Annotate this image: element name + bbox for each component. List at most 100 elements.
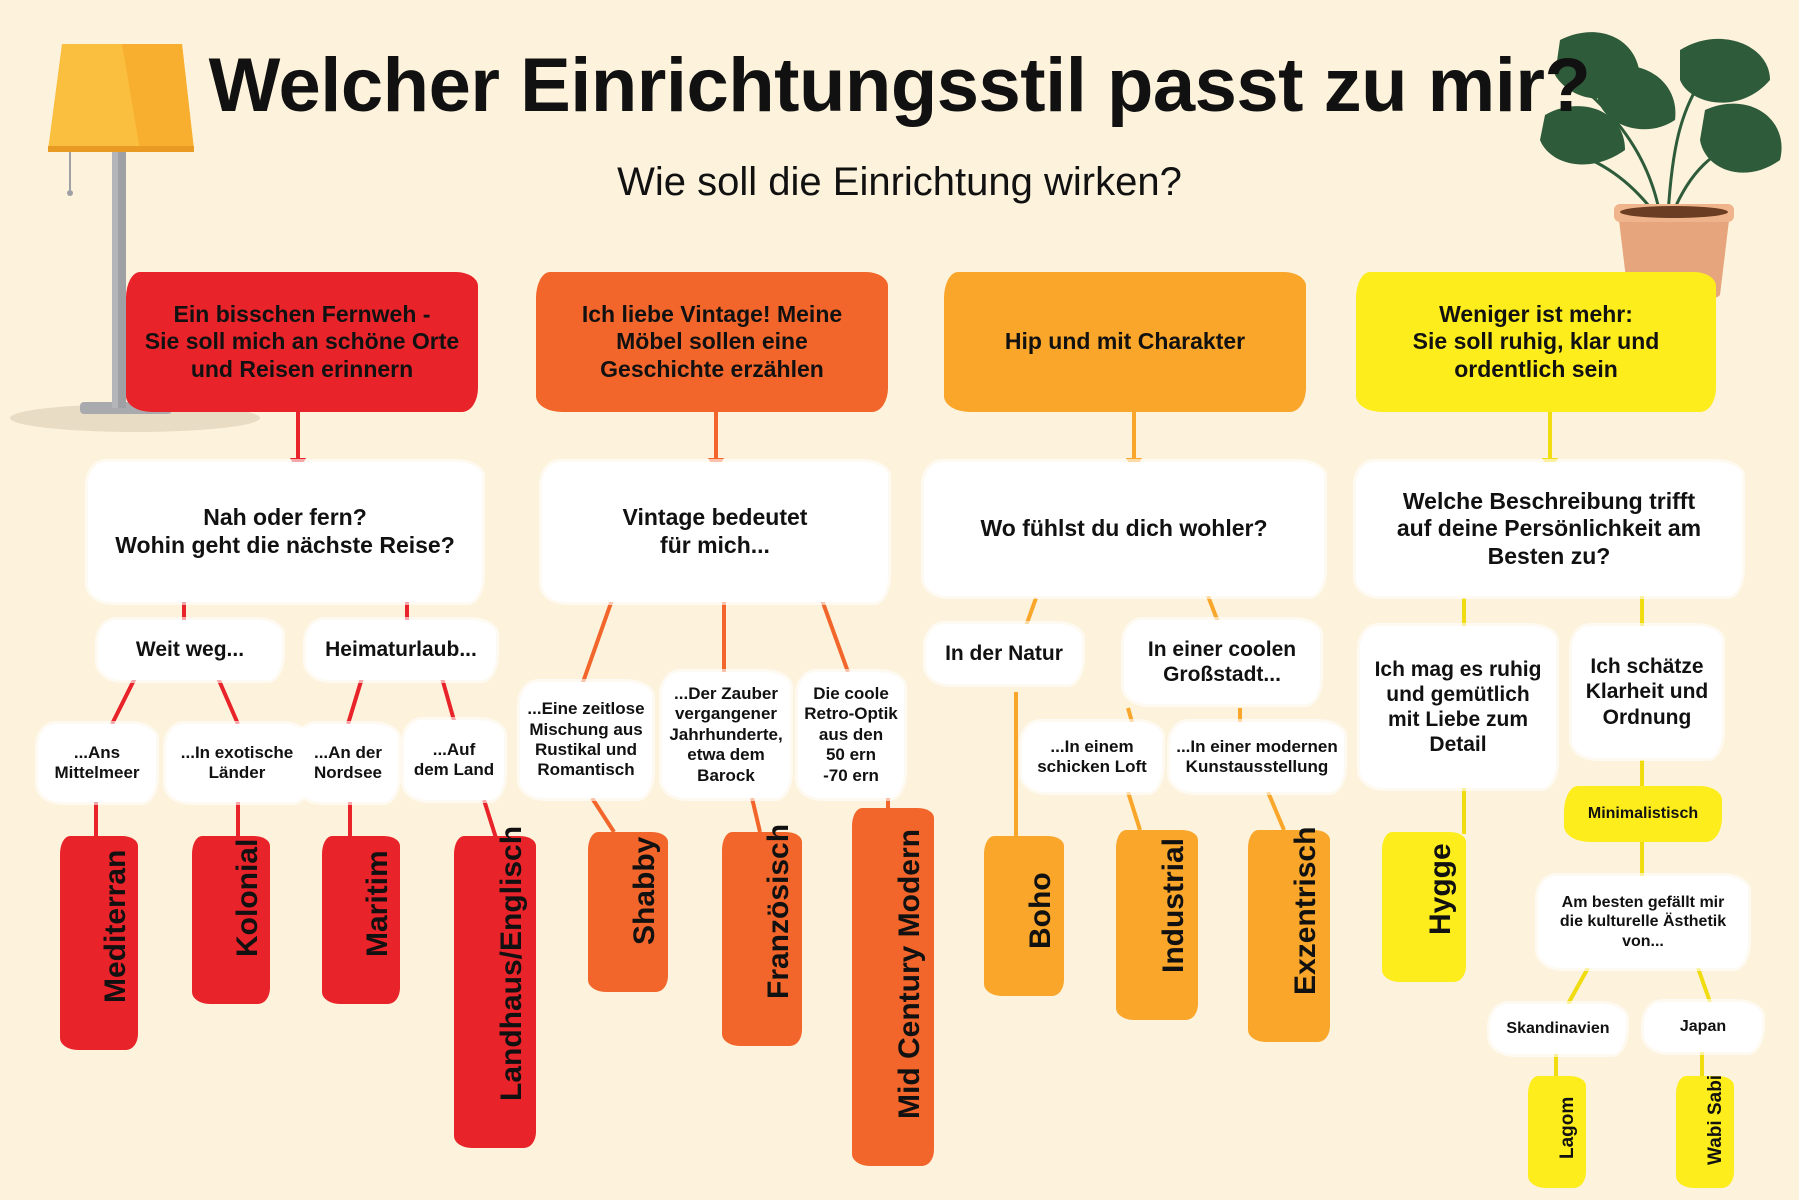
style-shabby[interactable]: Shabby <box>588 832 668 992</box>
style-exzentrisch[interactable]: Exzentrisch <box>1248 827 1330 1042</box>
text-line: von... <box>1622 932 1664 950</box>
text-line: Ich mag es ruhig <box>1374 657 1542 681</box>
text-line: Ich schätze <box>1590 655 1704 679</box>
text-line: ...In einer modernen <box>1176 736 1338 756</box>
style-franzoesisch[interactable]: Französisch <box>722 824 802 1046</box>
text-line: Besten zu? <box>1487 542 1611 569</box>
connector-line <box>482 799 498 839</box>
style-label: Landhaus/Englisch <box>495 825 528 1101</box>
connector-line <box>580 599 614 686</box>
style-mediterran[interactable]: Mediterran <box>60 836 138 1050</box>
text-line: ...In exotische <box>180 742 294 762</box>
text-line: ordentlich sein <box>1454 355 1618 382</box>
text-line: Ich liebe Vintage! Meine <box>581 300 843 327</box>
text-line: aus den <box>818 724 884 744</box>
category-fernweh[interactable]: Ein bisschen Fernweh -Sie soll mich an s… <box>126 272 478 412</box>
text-line: Weniger ist mehr: <box>1439 300 1633 327</box>
style-kolonial[interactable]: Kolonial <box>192 836 270 1004</box>
style-label: Kolonial <box>231 838 264 957</box>
page-title: Welcher Einrichtungsstil passt zu mir? <box>208 43 1591 128</box>
answer-minimalistisch[interactable]: Minimalistisch <box>1564 786 1722 842</box>
question-text: Nah oder fern?Wohin geht die nächste Rei… <box>115 504 455 559</box>
connector-line <box>1126 707 1134 723</box>
style-wabisabi[interactable]: Wabi Sabi <box>1676 1074 1734 1188</box>
answer-text: Heimaturlaub... <box>325 637 477 662</box>
style-lagom[interactable]: Lagom <box>1528 1076 1586 1188</box>
category-hip[interactable]: Hip und mit Charakter <box>944 272 1306 412</box>
text-line: auf deine Persönlichkeit am <box>1396 515 1702 542</box>
connector-line <box>750 797 762 833</box>
connector-line <box>1206 595 1220 623</box>
connector-line <box>1696 967 1712 1003</box>
style-industrial[interactable]: Industrial <box>1116 830 1198 1020</box>
style-landhaus[interactable]: Landhaus/Englisch <box>454 826 536 1148</box>
connector-line <box>1024 597 1038 627</box>
answer-text: Minimalistisch <box>1588 804 1698 823</box>
text-line: Länder <box>208 763 266 782</box>
text-line: Kunstausstellung <box>1185 757 1329 776</box>
text-line: Ein bisschen Fernweh - <box>173 300 431 327</box>
category-label: Hip und mit Charakter <box>1005 328 1245 356</box>
text-line: vergangener <box>674 704 778 724</box>
style-midcentury[interactable]: Mid Century Modern <box>852 808 934 1166</box>
text-line: Nordsee <box>313 763 383 782</box>
answer-natur[interactable]: In der Natur <box>926 624 1082 684</box>
text-line: -70 ern <box>823 765 879 785</box>
question-nah-oder-fern: Nah oder fern?Wohin geht die nächste Rei… <box>88 462 482 602</box>
category-weniger[interactable]: Weniger ist mehr:Sie soll ruhig, klar un… <box>1356 272 1716 412</box>
answer-skandinavien[interactable]: Skandinavien <box>1490 1004 1626 1054</box>
question-wo-wohler: Wo fühlst du dich wohler? <box>924 462 1324 596</box>
text-line: Skandinavien <box>1506 1020 1610 1038</box>
text-line: Detail <box>1429 733 1487 757</box>
style-hygge[interactable]: Hygge <box>1382 832 1466 982</box>
category-label: Weniger ist mehr:Sie soll ruhig, klar un… <box>1413 301 1660 384</box>
text-line: Nah oder fern? <box>203 504 367 531</box>
answer-heimaturlaub[interactable]: Heimaturlaub... <box>306 620 496 680</box>
style-label: Shabby <box>628 836 661 945</box>
style-label: Maritim <box>361 850 394 957</box>
connector-line <box>440 677 457 725</box>
style-boho[interactable]: Boho <box>984 836 1064 996</box>
style-maritim[interactable]: Maritim <box>322 836 400 1004</box>
text-line: ...Der Zauber <box>674 684 778 704</box>
style-label: Wabi Sabi <box>1705 1074 1726 1165</box>
style-label: Boho <box>1024 872 1057 949</box>
style-label: Industrial <box>1157 837 1190 973</box>
text-line: und Reisen erinnern <box>190 355 414 382</box>
answer-text: Weit weg... <box>136 637 244 662</box>
text-line: die kulturelle Ästhetik <box>1559 913 1727 931</box>
text-line: Retro-Optik <box>804 704 898 724</box>
text-line: Weit weg... <box>135 638 245 662</box>
style-label: Französisch <box>762 823 795 999</box>
text-line: Romantisch <box>537 760 635 780</box>
text-line: schicken Loft <box>1037 757 1147 776</box>
text-line: Wo fühlst du dich wohler? <box>980 515 1268 542</box>
answer-japan[interactable]: Japan <box>1644 1002 1762 1052</box>
answer-weit-weg[interactable]: Weit weg... <box>98 620 282 680</box>
text-line: ...In einem <box>1050 736 1134 756</box>
connector-line <box>346 677 364 725</box>
